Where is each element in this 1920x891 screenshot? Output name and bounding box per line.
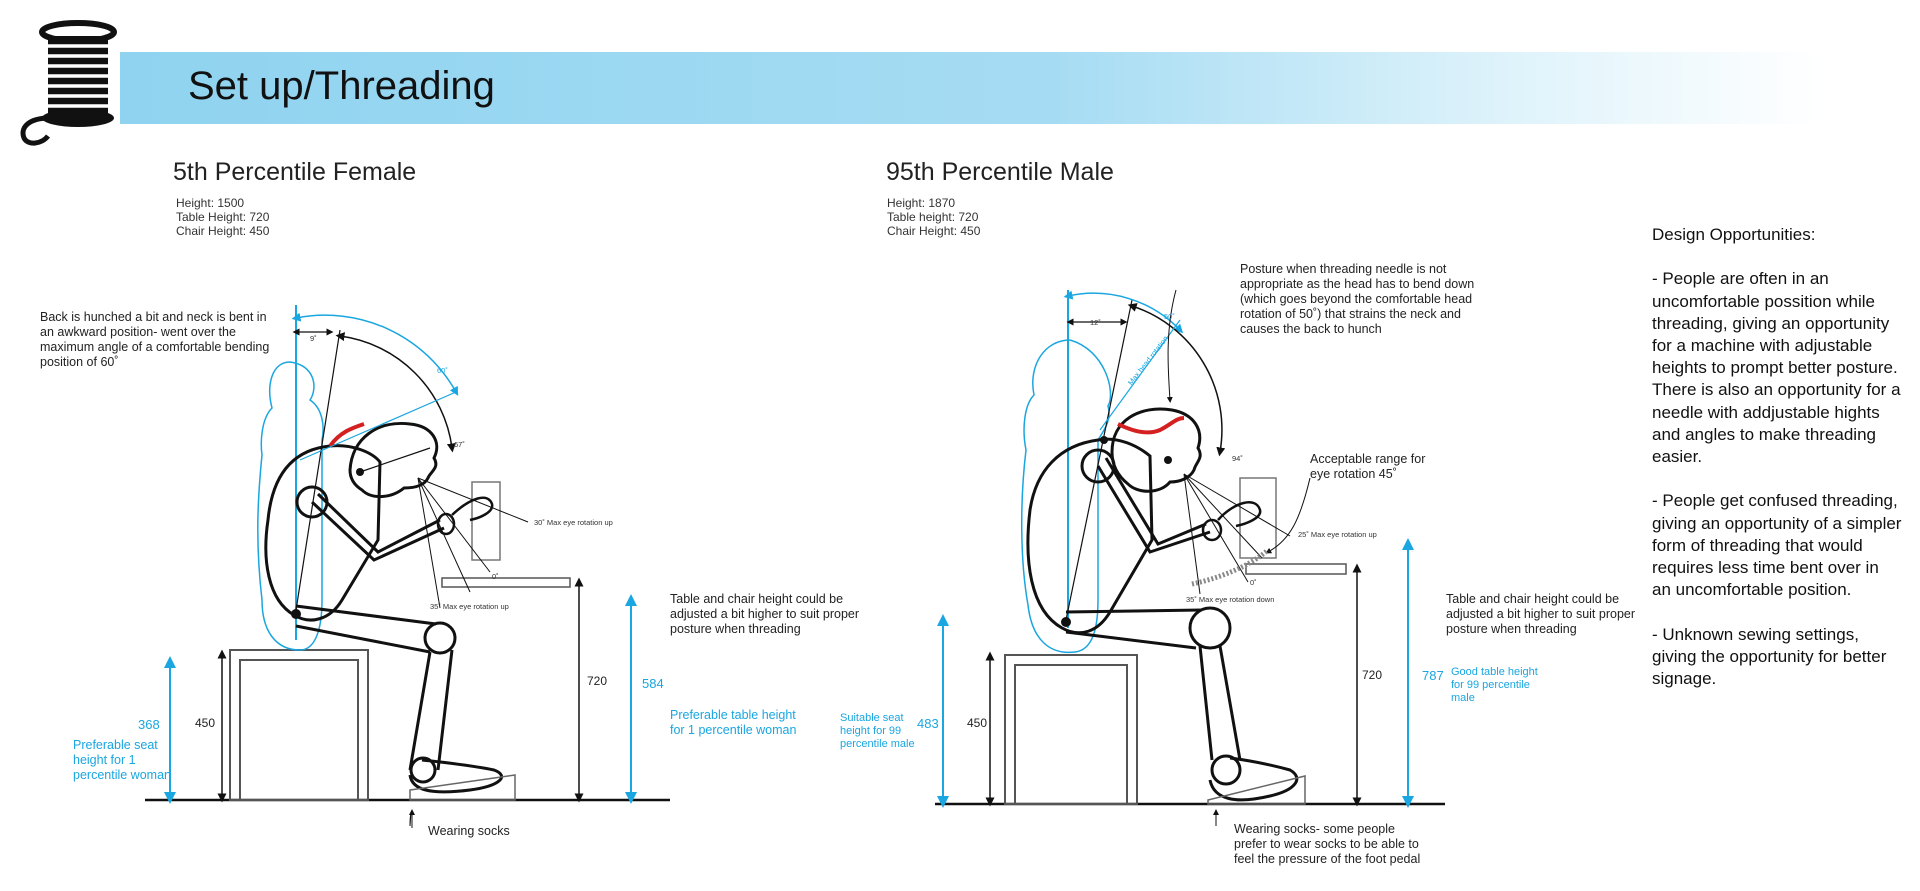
male-thigh — [1065, 608, 1203, 650]
design-point-1b: There is also an opportunity for a needl… — [1652, 380, 1901, 467]
male-chair-height: Chair Height: 450 — [887, 224, 981, 238]
male-eye-up-label: 25˚ Max eye rotation up — [1298, 530, 1377, 539]
male-good-table-label: Good table height for 99 percentile male — [1451, 666, 1538, 704]
design-point-3: - Unknown sewing settings, giving the op… — [1652, 624, 1887, 689]
male-eye-down-label: 35˚ Max eye rotation down — [1186, 595, 1275, 604]
male-table-dimension: 720 — [1362, 668, 1383, 682]
male-pedal — [1207, 775, 1306, 805]
male-shin — [1198, 645, 1242, 761]
male-seat-dimension: 483 — [917, 716, 939, 731]
female-thigh — [295, 604, 437, 654]
male-chair-dimension: 450 — [967, 716, 988, 730]
female-table-dimension: 720 — [587, 674, 608, 688]
male-measurements: Height: 1870 Table height: 720 Chair Hei… — [887, 196, 980, 238]
female-preferable-seat-dimension: 368 — [138, 717, 160, 732]
female-chair — [229, 649, 369, 801]
female-table-height: Table Height: 720 — [176, 210, 270, 224]
female-knee-joint — [423, 621, 457, 655]
male-upright-silhouette — [1020, 339, 1112, 654]
female-hip-joint — [291, 609, 301, 619]
female-machine — [471, 481, 501, 561]
male-hand — [1217, 501, 1262, 528]
design-heading: Design Opportunities: — [1652, 225, 1816, 244]
male-knee-joint — [1188, 606, 1232, 650]
female-table-note: Table and chair height could be adjusted… — [670, 592, 860, 636]
design-point-2: - People get confused threading, giving … — [1652, 491, 1902, 600]
female-eye-down-label: 35˚ Max eye rotation up — [430, 602, 509, 611]
male-table-height: Table height: 720 — [887, 210, 979, 224]
female-measurements: Height: 1500 Table Height: 720 Chair Hei… — [176, 196, 269, 238]
male-socks-note: Wearing socks- some people prefer to wea… — [1234, 822, 1421, 866]
male-torso — [1026, 437, 1154, 635]
female-chair-dimension: 450 — [195, 716, 216, 730]
female-neck-angle: 9˚ — [310, 334, 317, 343]
female-chair-height: Chair Height: 450 — [176, 224, 270, 238]
male-zero-angle: 0˚ — [1250, 578, 1257, 587]
female-pedal — [409, 774, 516, 801]
male-chair — [1004, 654, 1138, 805]
female-height: Height: 1500 — [176, 196, 245, 210]
page-title: Set up/Threading — [188, 64, 495, 108]
male-hip-joint — [1061, 617, 1071, 627]
female-shin — [408, 649, 454, 771]
male-posture-note: Posture when threading needle is not app… — [1240, 262, 1475, 336]
male-eye-note: Acceptable range for eye rotation 45˚ — [1310, 452, 1426, 481]
female-preferable-seat-label: Preferable seat height for 1 percentile … — [73, 738, 171, 782]
female-posture-note: Back is hunched a bit and neck is bent i… — [40, 310, 270, 369]
male-arm — [1096, 465, 1211, 554]
thread-spool-icon — [20, 20, 117, 146]
female-torso — [264, 444, 382, 622]
female-preferable-table-dimension: 584 — [642, 676, 664, 691]
female-eye-up-label: 30˚ Max eye rotation up — [534, 518, 613, 527]
male-neck-angle: 12˚ — [1090, 318, 1101, 327]
female-67-angle: 67˚ — [454, 440, 465, 449]
female-hand — [451, 496, 494, 522]
male-table — [1245, 563, 1347, 575]
male-shoulder-joint — [1080, 448, 1116, 484]
male-table-note: Table and chair height could be adjusted… — [1446, 592, 1636, 636]
male-section-title: 95th Percentile Male — [886, 158, 1114, 186]
female-head-angle: 60˚ — [437, 366, 448, 375]
female-socks-note: Wearing socks — [428, 824, 510, 838]
male-height: Height: 1870 — [887, 196, 956, 210]
female-zero-angle: 0˚ — [492, 572, 499, 581]
male-head-angle: 50˚ — [1164, 312, 1175, 321]
female-table — [441, 577, 571, 588]
male-machine — [1239, 477, 1277, 559]
male-good-table-dimension: 787 — [1422, 668, 1444, 683]
male-seat-label: Suitable seat height for 99 percentile m… — [840, 712, 915, 750]
male-foot — [1208, 756, 1299, 802]
design-opportunities: Design Opportunities: - People are often… — [1652, 224, 1902, 690]
title-banner — [120, 52, 1820, 124]
female-upright-silhouette — [257, 361, 324, 651]
design-point-1: - People are often in an uncomfortable p… — [1652, 269, 1898, 378]
male-figure — [935, 289, 1445, 806]
male-94-angle: 94˚ — [1232, 454, 1243, 463]
female-preferable-table-label: Preferable table height for 1 percentile… — [670, 708, 797, 737]
female-figure — [145, 305, 670, 802]
female-arm — [310, 500, 445, 562]
female-foot — [408, 758, 503, 794]
female-section-title: 5th Percentile Female — [173, 158, 417, 186]
